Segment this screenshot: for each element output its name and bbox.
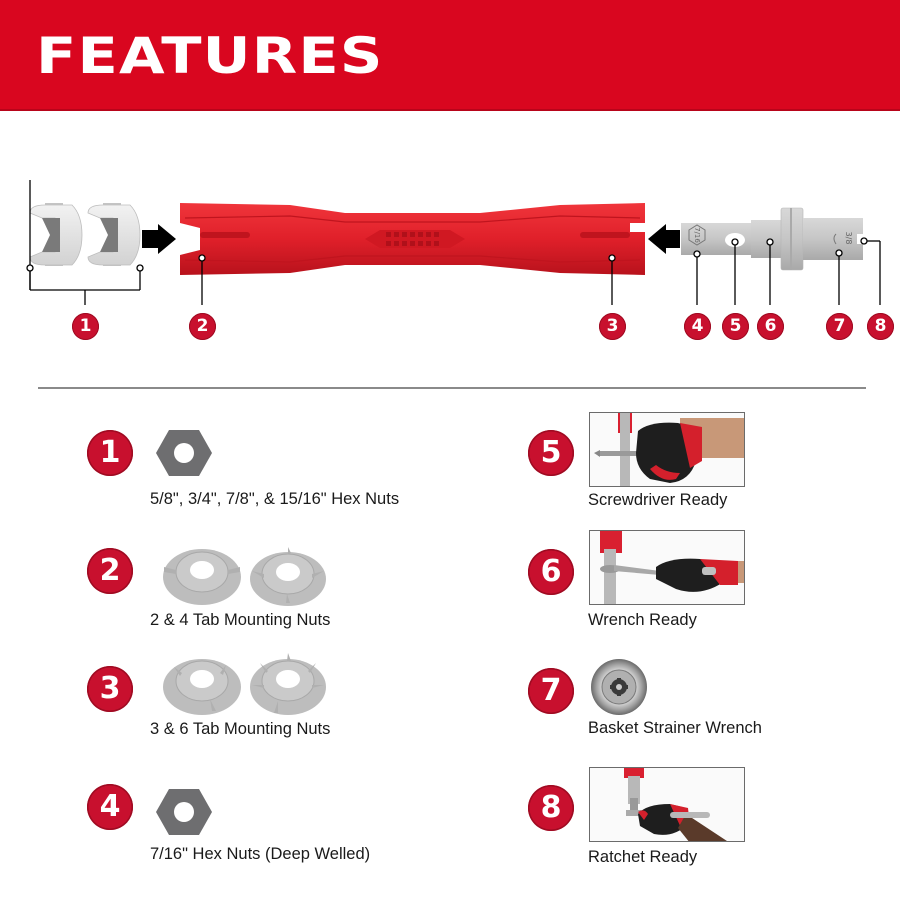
basket-strainer-icon bbox=[591, 659, 647, 715]
callout-badge-8: 8 bbox=[867, 313, 894, 340]
arrow-right-icon bbox=[142, 224, 176, 254]
features-header-banner: FEATURES bbox=[0, 0, 900, 111]
feature-label-6: Wrench Ready bbox=[588, 611, 697, 629]
hex-nut-icon bbox=[156, 430, 212, 476]
screwdriver-photo bbox=[589, 412, 745, 487]
feature-label-2: 2 & 4 Tab Mounting Nuts bbox=[150, 611, 331, 629]
svg-text:3/8: 3/8 bbox=[844, 232, 853, 245]
section-divider bbox=[38, 387, 866, 389]
tab-mounting-nuts-icon bbox=[163, 653, 326, 715]
feature-badge-6: 6 bbox=[528, 549, 574, 595]
callout-badge-3: 3 bbox=[599, 313, 626, 340]
arrow-left-icon bbox=[648, 224, 680, 254]
feature-badge-1: 1 bbox=[87, 430, 133, 476]
hex-insert-right bbox=[87, 203, 141, 266]
red-wrench-body bbox=[180, 203, 645, 275]
tool-diagram-illustration: 7/16 3/8 bbox=[26, 180, 881, 305]
feature-badge-3: 3 bbox=[87, 666, 133, 712]
feature-label-1: 5/8", 3/4", 7/8", & 15/16" Hex Nuts bbox=[150, 490, 400, 508]
callout-badge-6: 6 bbox=[757, 313, 784, 340]
callout-badge-7: 7 bbox=[826, 313, 853, 340]
feature-badge-5: 5 bbox=[528, 430, 574, 476]
feature-badge-7: 7 bbox=[528, 668, 574, 714]
hex-nut-icon bbox=[156, 789, 212, 835]
feature-badge-4: 4 bbox=[87, 784, 133, 830]
feature-badge-2: 2 bbox=[87, 548, 133, 594]
callout-badge-1: 1 bbox=[72, 313, 99, 340]
feature-label-4: 7/16" Hex Nuts (Deep Welled) bbox=[150, 845, 371, 863]
tab-mounting-nuts-icon bbox=[163, 547, 326, 606]
callout-badge-5: 5 bbox=[722, 313, 749, 340]
ratchet-photo bbox=[589, 767, 745, 842]
wrench-photo bbox=[589, 530, 745, 605]
hex-insert-left bbox=[29, 203, 83, 266]
callout-badge-2: 2 bbox=[189, 313, 216, 340]
svg-text:7/16: 7/16 bbox=[693, 227, 701, 243]
feature-label-5: Screwdriver Ready bbox=[588, 491, 728, 509]
callout-badge-4: 4 bbox=[684, 313, 711, 340]
page-title: FEATURES bbox=[36, 27, 384, 85]
feature-label-7: Basket Strainer Wrench bbox=[588, 719, 762, 737]
feature-label-8: Ratchet Ready bbox=[588, 848, 698, 866]
feature-label-3: 3 & 6 Tab Mounting Nuts bbox=[150, 720, 331, 738]
tool-diagram: 7/16 3/8 bbox=[0, 180, 900, 350]
feature-badge-8: 8 bbox=[528, 785, 574, 831]
gray-socket: 7/16 3/8 bbox=[681, 207, 865, 271]
